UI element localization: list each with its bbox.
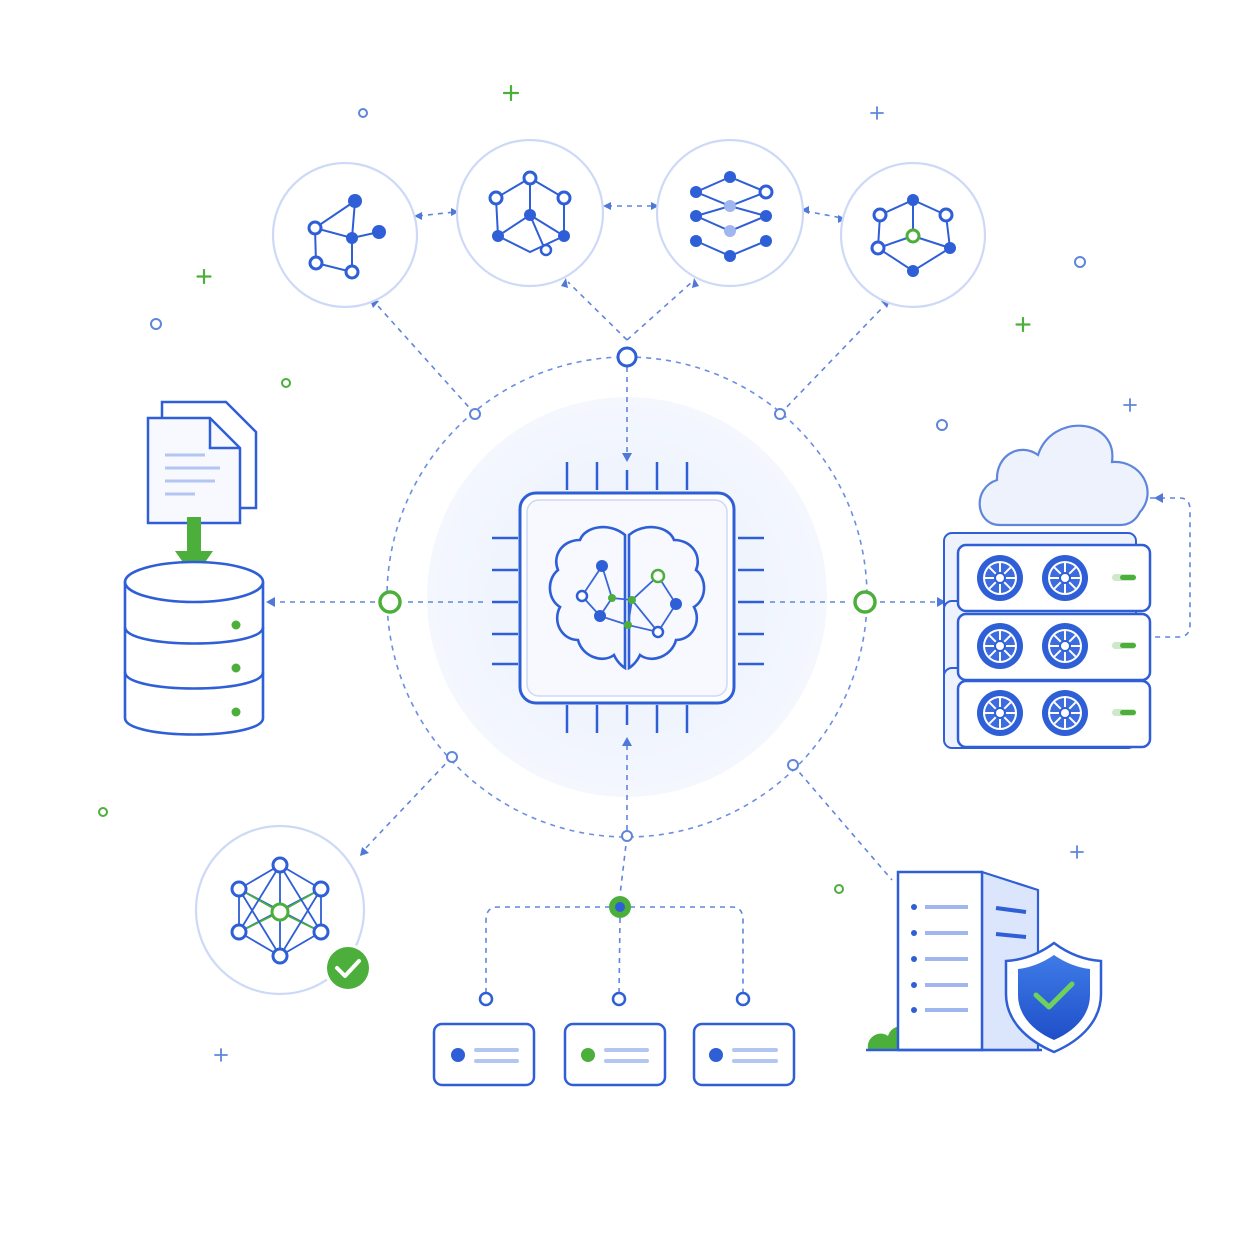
cloud-gpu-server-rack-icon	[943, 424, 1152, 749]
distributed-task-cards-icon	[432, 1022, 796, 1087]
secure-server-shield-icon	[866, 870, 1103, 1054]
top-node-3	[655, 138, 805, 288]
gpu-fans	[977, 555, 1088, 736]
server-led-rows	[911, 904, 1027, 1013]
junction-points	[378, 346, 877, 1007]
brain-network	[580, 565, 678, 634]
status-leds	[1112, 574, 1136, 716]
ai-chip-brain-icon	[492, 462, 764, 733]
top-node-2	[455, 138, 605, 288]
documents-icon	[146, 400, 258, 525]
top-node-4	[839, 161, 987, 309]
decorative-sparkles	[98, 84, 1137, 1062]
task-card-1	[432, 1022, 536, 1087]
task-card-2	[563, 1022, 667, 1087]
cloud-icon	[978, 424, 1149, 527]
task-card-3	[692, 1022, 796, 1087]
verified-neural-network-icon	[194, 824, 372, 996]
brain-outline	[548, 525, 627, 671]
top-node-1	[271, 161, 419, 309]
check-badge-icon	[324, 944, 372, 992]
database-icon	[123, 560, 265, 736]
chip-pins	[492, 462, 764, 733]
shield-check-icon	[1004, 941, 1103, 1054]
connection-lines	[272, 205, 1191, 996]
document-to-database-icon	[123, 400, 265, 736]
brain-nodes	[575, 560, 682, 639]
